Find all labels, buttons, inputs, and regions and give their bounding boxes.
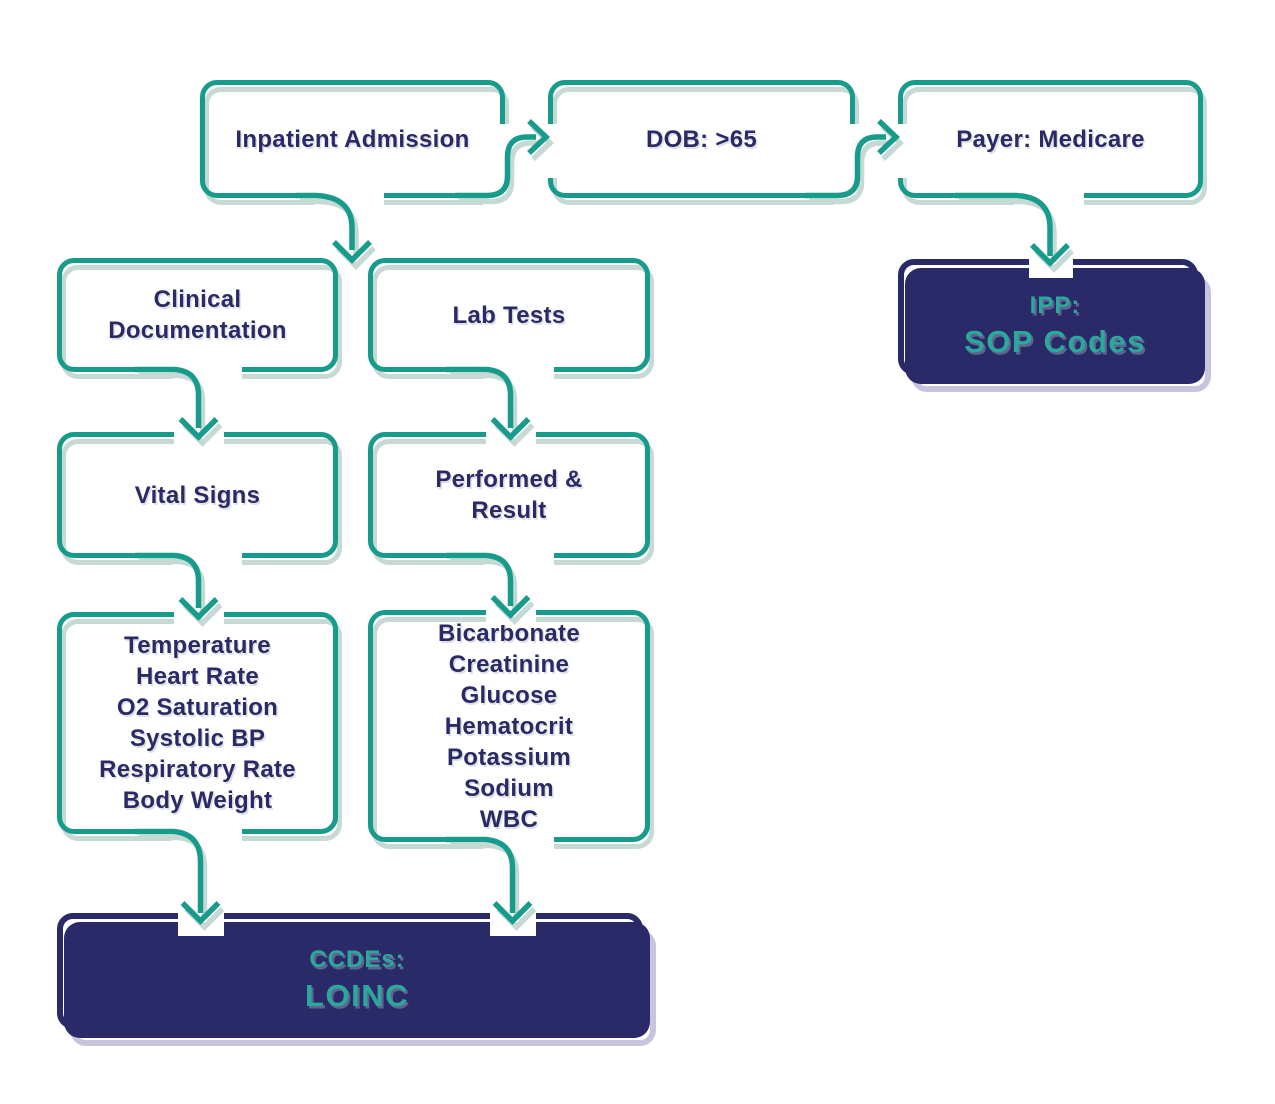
node-label: Clinical Documentation bbox=[108, 286, 287, 344]
node-label: Vital Signs bbox=[134, 481, 261, 509]
node-label: Payer: Medicare bbox=[956, 125, 1145, 153]
node-ipp-sop-codes: IPP: SOP Codes bbox=[905, 268, 1205, 384]
terminal-subtitle: LOINC bbox=[305, 978, 409, 1013]
arrow-labs-list-to-ccde bbox=[446, 836, 533, 925]
node-label: Performed & Result bbox=[435, 466, 583, 524]
node-vitals-element-list: Temperature Heart Rate O2 Saturation Sys… bbox=[57, 612, 338, 834]
terminal-title: IPP: bbox=[1029, 292, 1081, 319]
node-dob-over-65: DOB: >65 bbox=[548, 80, 855, 198]
node-ccde-loinc: CCDEs: LOINC bbox=[64, 922, 650, 1038]
arrow-clinical-to-vital-signs bbox=[135, 366, 219, 441]
node-label: DOB: >65 bbox=[645, 125, 758, 153]
arrowhead-down-icon bbox=[332, 240, 372, 264]
node-performed-result: Performed & Result bbox=[368, 432, 650, 558]
node-label: Inpatient Admission bbox=[235, 125, 470, 153]
node-payer-medicare: Payer: Medicare bbox=[898, 80, 1203, 198]
arrowhead-right-icon bbox=[527, 118, 551, 156]
arrow-payer-to-ipp bbox=[955, 192, 1070, 267]
terminal-subtitle: SOP Codes bbox=[964, 324, 1146, 359]
terminal-title: CCDEs: bbox=[309, 946, 405, 973]
node-label: Lab Tests bbox=[452, 301, 566, 329]
node-inpatient-admission: Inpatient Admission bbox=[200, 80, 505, 198]
node-vital-signs: Vital Signs bbox=[57, 432, 338, 558]
node-labs-element-list: Bicarbonate Creatinine Glucose Hematocri… bbox=[368, 610, 650, 842]
arrowhead-right-icon bbox=[877, 118, 901, 156]
node-lab-tests: Lab Tests bbox=[368, 258, 650, 372]
node-clinical-documentation: Clinical Documentation bbox=[57, 258, 338, 372]
arrow-lab-to-performed bbox=[446, 366, 531, 441]
arrow-inpatient-to-clinical-and-lab bbox=[296, 192, 372, 264]
vitals-list: Temperature Heart Rate O2 Saturation Sys… bbox=[99, 632, 296, 814]
arrow-vitals-list-to-ccde bbox=[135, 828, 221, 925]
labs-list: Bicarbonate Creatinine Glucose Hematocri… bbox=[437, 619, 580, 833]
